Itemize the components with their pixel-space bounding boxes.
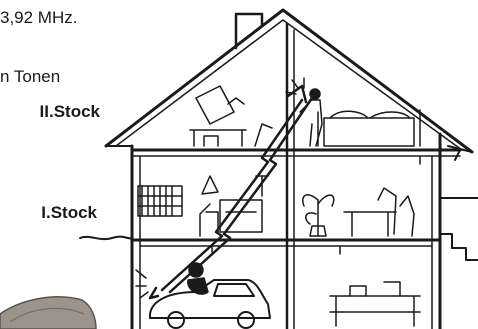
signal-burst-lower [136,270,148,298]
signal-arrow-head-upper [288,86,306,102]
attic-desk-icon [190,86,272,146]
corner-object [0,297,96,329]
dining-set-icon [344,188,414,236]
attic-bed-icon [318,110,420,146]
sofa-icon [206,200,262,232]
plant-icon [303,195,334,236]
attic-floor [132,150,460,156]
ground-line [80,237,132,240]
car-icon [150,280,270,328]
bookshelf-icon [138,186,182,216]
side-annex [440,150,478,260]
workbench-icon [330,282,420,326]
central-wall [287,24,294,329]
